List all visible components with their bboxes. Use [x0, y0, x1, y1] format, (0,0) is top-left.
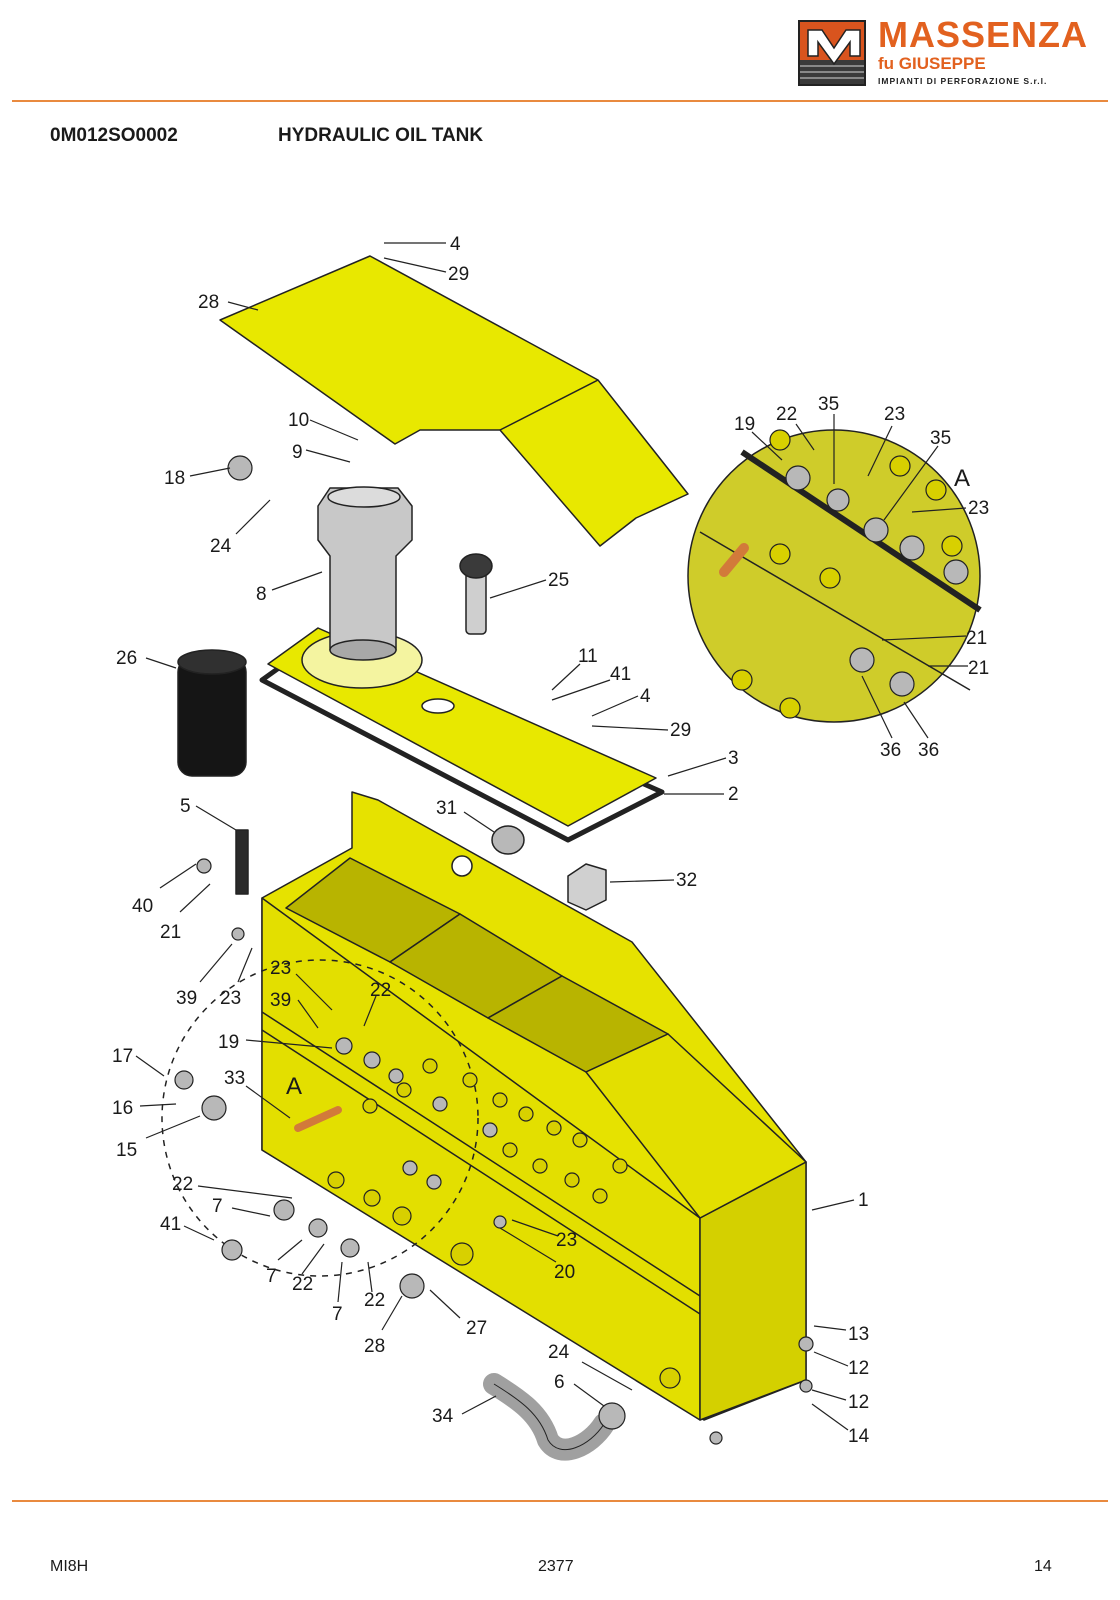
footer-number: 2377 [538, 1558, 574, 1575]
callout-36: 36 [880, 740, 901, 761]
callout-9: 9 [292, 442, 303, 463]
callout-7c: 7 [332, 1304, 343, 1325]
callout-41: 41 [160, 1214, 181, 1235]
callout-26: 26 [116, 648, 137, 669]
callout-30: 29 [448, 264, 469, 285]
return-filter [317, 487, 413, 651]
callout-12: 12 [848, 1358, 869, 1379]
callout-23: 23 [220, 988, 241, 1009]
document-code: 0M012SO0002 [50, 125, 178, 146]
callout-23b: 23 [270, 958, 291, 979]
callout-22c: 22 [292, 1274, 313, 1295]
brand-logo-icon [798, 20, 866, 86]
brand-tagline: IMPIANTI DI PERFORAZIONE S.r.l. [878, 76, 1048, 86]
callout-24b: 24 [548, 1342, 570, 1363]
callout-19: 19 [218, 1032, 239, 1053]
callout-33: 33 [224, 1068, 245, 1089]
callout-32: 32 [676, 870, 697, 891]
callout-34: 34 [432, 1406, 454, 1427]
callout-28: 28 [364, 1336, 385, 1357]
callout-7: 7 [212, 1196, 223, 1217]
callout-12b: 12 [848, 1392, 869, 1413]
callout-22d: 22 [364, 1290, 385, 1311]
callout-39: 41 [610, 664, 631, 685]
breather-filter [177, 657, 247, 777]
callout-25: 25 [548, 570, 569, 591]
cover-plate [219, 255, 689, 547]
callout-7b: 7 [266, 1266, 277, 1287]
callout-11: 11 [578, 646, 598, 667]
junction-box [567, 863, 607, 911]
callout-3: 3 [728, 748, 739, 769]
callout-22b: 22 [172, 1174, 193, 1195]
callout-27: 27 [466, 1318, 487, 1339]
detail-label-a-zoom: A [954, 465, 970, 492]
callout-23e: 23 [968, 498, 989, 519]
callout-21c: 21 [968, 658, 989, 679]
header-divider [12, 100, 1108, 102]
callout-20: 20 [554, 1262, 575, 1283]
callout-5: 5 [180, 796, 191, 817]
callout-13: 13 [848, 1324, 869, 1345]
callout-16: 16 [112, 1098, 133, 1119]
callout-19b: 19 [734, 414, 755, 435]
document-title: HYDRAULIC OIL TANK [278, 125, 484, 146]
callout-14: 14 [848, 1426, 870, 1447]
callout-22: 22 [370, 980, 391, 1001]
callout-4b: 4 [640, 686, 651, 707]
footer-model: MI8H [50, 1558, 89, 1575]
brand-name: MASSENZA [878, 14, 1089, 55]
brand-subtitle: fu GIUSEPPE [878, 54, 986, 73]
callout-40: 40 [132, 896, 153, 917]
callout-21b: 21 [966, 628, 987, 649]
callout-15: 15 [116, 1140, 137, 1161]
callout-29: 28 [198, 292, 219, 313]
callout-35b: 35 [930, 428, 951, 449]
callout-17: 17 [112, 1046, 133, 1067]
callout-24: 24 [210, 536, 232, 557]
callout-38: 39 [176, 988, 197, 1009]
callout-18: 18 [164, 468, 185, 489]
callout-35: 35 [818, 394, 839, 415]
callout-23d: 23 [884, 404, 905, 425]
callout-2: 2 [728, 784, 739, 805]
detail-label-a: A [286, 1073, 302, 1100]
callout-10: 10 [288, 410, 309, 431]
callout-21: 21 [160, 922, 181, 943]
callout-38b: 39 [270, 990, 291, 1011]
callout-23c: 23 [556, 1230, 577, 1251]
callout-4: 4 [450, 234, 461, 255]
callout-1: 1 [858, 1190, 869, 1211]
callout-22e: 22 [776, 404, 797, 425]
footer-divider [12, 1500, 1108, 1502]
callout-36b: 36 [918, 740, 939, 761]
footer-page-number: 14 [1034, 1558, 1052, 1575]
callout-31: 31 [436, 798, 457, 819]
callout-8: 8 [256, 584, 267, 605]
callout-6: 6 [554, 1372, 565, 1393]
callout-30b: 29 [670, 720, 691, 741]
